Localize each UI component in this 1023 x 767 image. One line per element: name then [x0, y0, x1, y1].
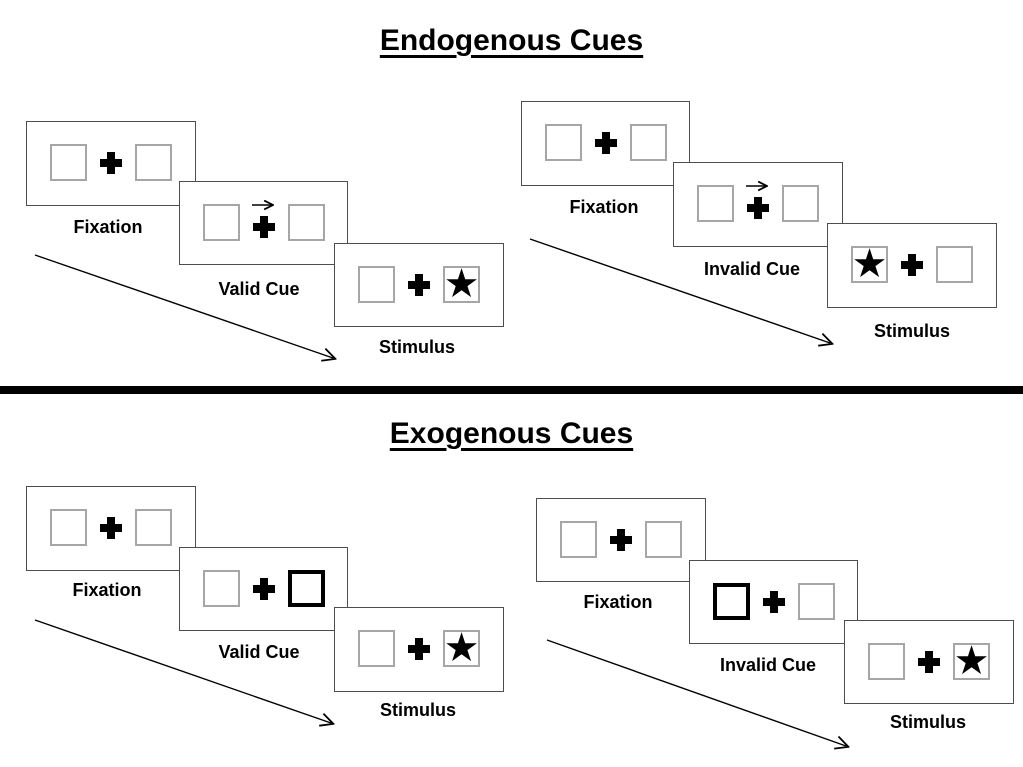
- fixation-cross-icon: [747, 197, 769, 219]
- right-box: [782, 185, 819, 222]
- left-box: [560, 521, 597, 558]
- fixation-cross-icon: [408, 638, 430, 660]
- left-box: ★: [851, 240, 888, 287]
- fixation-cross-icon: [918, 651, 940, 673]
- panel-endogenous-valid-cue: [179, 181, 348, 265]
- sequence-arrow-icon: [546, 639, 857, 755]
- right-box: ★: [443, 624, 480, 671]
- right-box: [135, 509, 172, 546]
- left-box: [50, 509, 87, 546]
- fixation-cross-icon: [100, 517, 122, 539]
- right-box: ★: [953, 637, 990, 684]
- left-box: [203, 570, 240, 607]
- star-icon: ★: [443, 260, 480, 307]
- fixation-cross-icon: [610, 529, 632, 551]
- fixation-cross-icon: [253, 578, 275, 600]
- sequence-arrow-icon: [529, 238, 840, 352]
- fixation-cross-icon: [408, 274, 430, 296]
- exogenous-section-title: Exogenous Cues: [389, 417, 634, 450]
- panel-endogenous-valid-fixation: [26, 121, 196, 206]
- panel-label-stimulus: Stimulus: [873, 321, 950, 341]
- panel-endogenous-invalid-cue: [673, 162, 843, 247]
- cue-arrow-icon: [746, 181, 772, 192]
- star-icon: ★: [953, 637, 990, 684]
- panel-label-fixation: Fixation: [72, 580, 142, 600]
- left-box: [358, 630, 395, 667]
- panel-label-valid-cue: Valid Cue: [218, 279, 300, 299]
- panel-label-invalid-cue: Invalid Cue: [703, 259, 801, 279]
- right-box: ★: [443, 260, 480, 307]
- fixation-cross-icon: [763, 591, 785, 613]
- panel-label-stimulus: Stimulus: [379, 700, 456, 720]
- left-box: [545, 124, 582, 161]
- panel-label-fixation: Fixation: [583, 592, 653, 612]
- right-box: [798, 583, 835, 620]
- section-divider: [0, 386, 1023, 394]
- left-box: [358, 266, 395, 303]
- panel-exogenous-invalid-fixation: [536, 498, 706, 582]
- left-box: [697, 185, 734, 222]
- panel-label-stimulus: Stimulus: [378, 337, 455, 357]
- fixation-cross-icon: [595, 132, 617, 154]
- right-box: [288, 204, 325, 241]
- endogenous-section-title: Endogenous Cues: [379, 24, 644, 57]
- panel-label-valid-cue: Valid Cue: [218, 642, 300, 662]
- fixation-cross-icon: [901, 254, 923, 276]
- panel-exogenous-invalid-cue: [689, 560, 858, 644]
- star-icon: ★: [851, 240, 888, 287]
- panel-label-invalid-cue: Invalid Cue: [719, 655, 817, 675]
- sequence-arrow-icon: [34, 619, 345, 731]
- panel-endogenous-invalid-stimulus: ★: [827, 223, 997, 308]
- right-box: [630, 124, 667, 161]
- cued-box: [713, 583, 750, 620]
- panel-endogenous-valid-stimulus: ★: [334, 243, 504, 327]
- panel-exogenous-invalid-stimulus: ★: [844, 620, 1014, 704]
- right-box: [936, 246, 973, 283]
- right-box: [645, 521, 682, 558]
- left-box: [868, 643, 905, 680]
- panel-exogenous-valid-fixation: [26, 486, 196, 571]
- right-box: [135, 144, 172, 181]
- cued-box: [288, 570, 325, 607]
- cue-arrow-icon: [252, 200, 278, 211]
- panel-label-stimulus: Stimulus: [889, 712, 966, 732]
- left-box: [203, 204, 240, 241]
- panel-endogenous-invalid-fixation: [521, 101, 690, 186]
- fixation-cross-icon: [253, 216, 275, 238]
- panel-label-fixation: Fixation: [569, 197, 639, 217]
- panel-exogenous-valid-stimulus: ★: [334, 607, 504, 692]
- sequence-arrow-icon: [34, 254, 345, 366]
- panel-exogenous-valid-cue: [179, 547, 348, 631]
- star-icon: ★: [443, 624, 480, 671]
- panel-label-fixation: Fixation: [73, 217, 143, 237]
- fixation-cross-icon: [100, 152, 122, 174]
- left-box: [50, 144, 87, 181]
